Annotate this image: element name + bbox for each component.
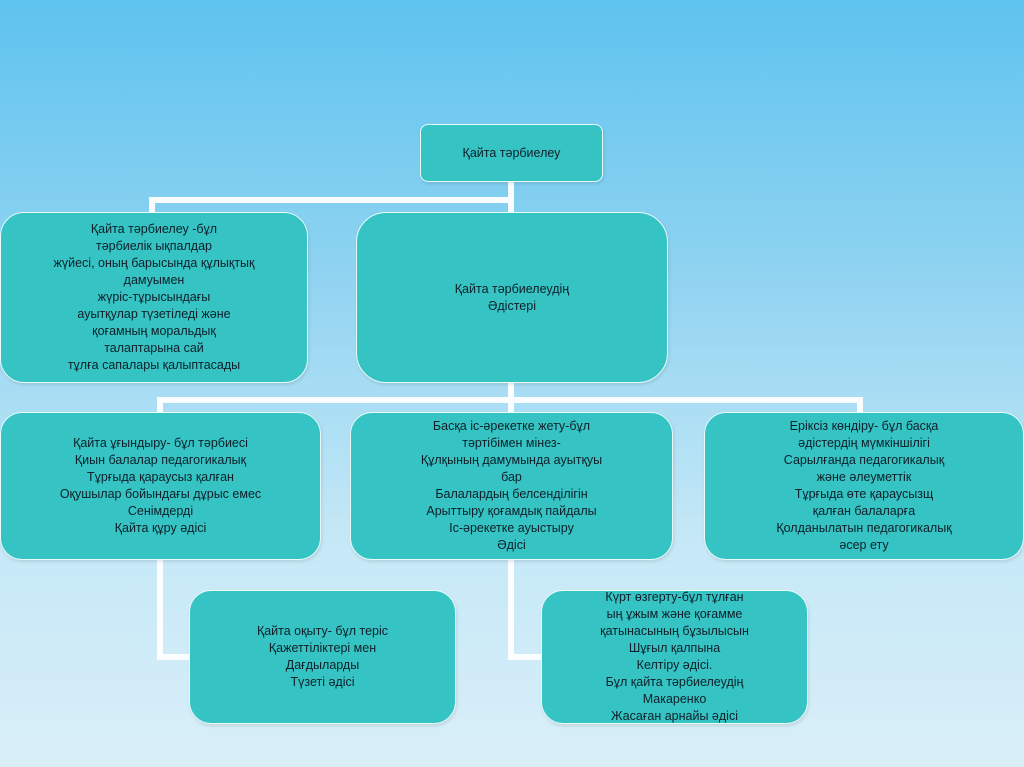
method-node-text: Еріксіз көндіру- бұл басқа әдістердің мү…: [776, 419, 952, 552]
method-node-text: Басқа іс-әрекетке жету-бұл тәртібімен мі…: [420, 419, 603, 552]
method-node-switching-activity: Басқа іс-әрекетке жету-бұл тәртібімен мі…: [350, 412, 673, 560]
connector-root-to-level1: [149, 179, 514, 215]
connector-m1-to-m4: [157, 557, 192, 660]
method-node-text: Күрт өзгерту-бұл тұлған ың ұжым және қоғ…: [600, 590, 749, 723]
root-node: Қайта тәрбиелеу: [420, 124, 603, 182]
method-node-sharp-change: Күрт өзгерту-бұл тұлған ың ұжым және қоғ…: [541, 590, 808, 724]
methods-header-node-text: Қайта тәрбиелеудің Әдістері: [454, 281, 570, 313]
method-node-text: Қайта ұғындыру- бұл тәрбиесі Қиын балала…: [59, 436, 262, 535]
method-node-retraining: Қайта оқыту- бұл теріс Қажеттіліктері ме…: [189, 590, 456, 724]
connector-methods-to-level2: [157, 380, 863, 415]
methods-header-node: Қайта тәрбиелеудің Әдістері: [356, 212, 668, 383]
connector-m2-to-m5: [508, 557, 544, 660]
method-node-compulsion: Еріксіз көндіру- бұл басқа әдістердің мү…: [704, 412, 1024, 560]
definition-node: Қайта тәрбиелеу -бұл тәрбиелік ықпалдар …: [0, 212, 308, 383]
method-node-reunderstanding: Қайта ұғындыру- бұл тәрбиесі Қиын балала…: [0, 412, 321, 560]
root-node-text: Қайта тәрбиелеу: [462, 145, 561, 160]
method-node-text: Қайта оқыту- бұл теріс Қажеттіліктері ме…: [256, 624, 389, 689]
definition-node-text: Қайта тәрбиелеу -бұл тәрбиелік ықпалдар …: [53, 222, 255, 372]
